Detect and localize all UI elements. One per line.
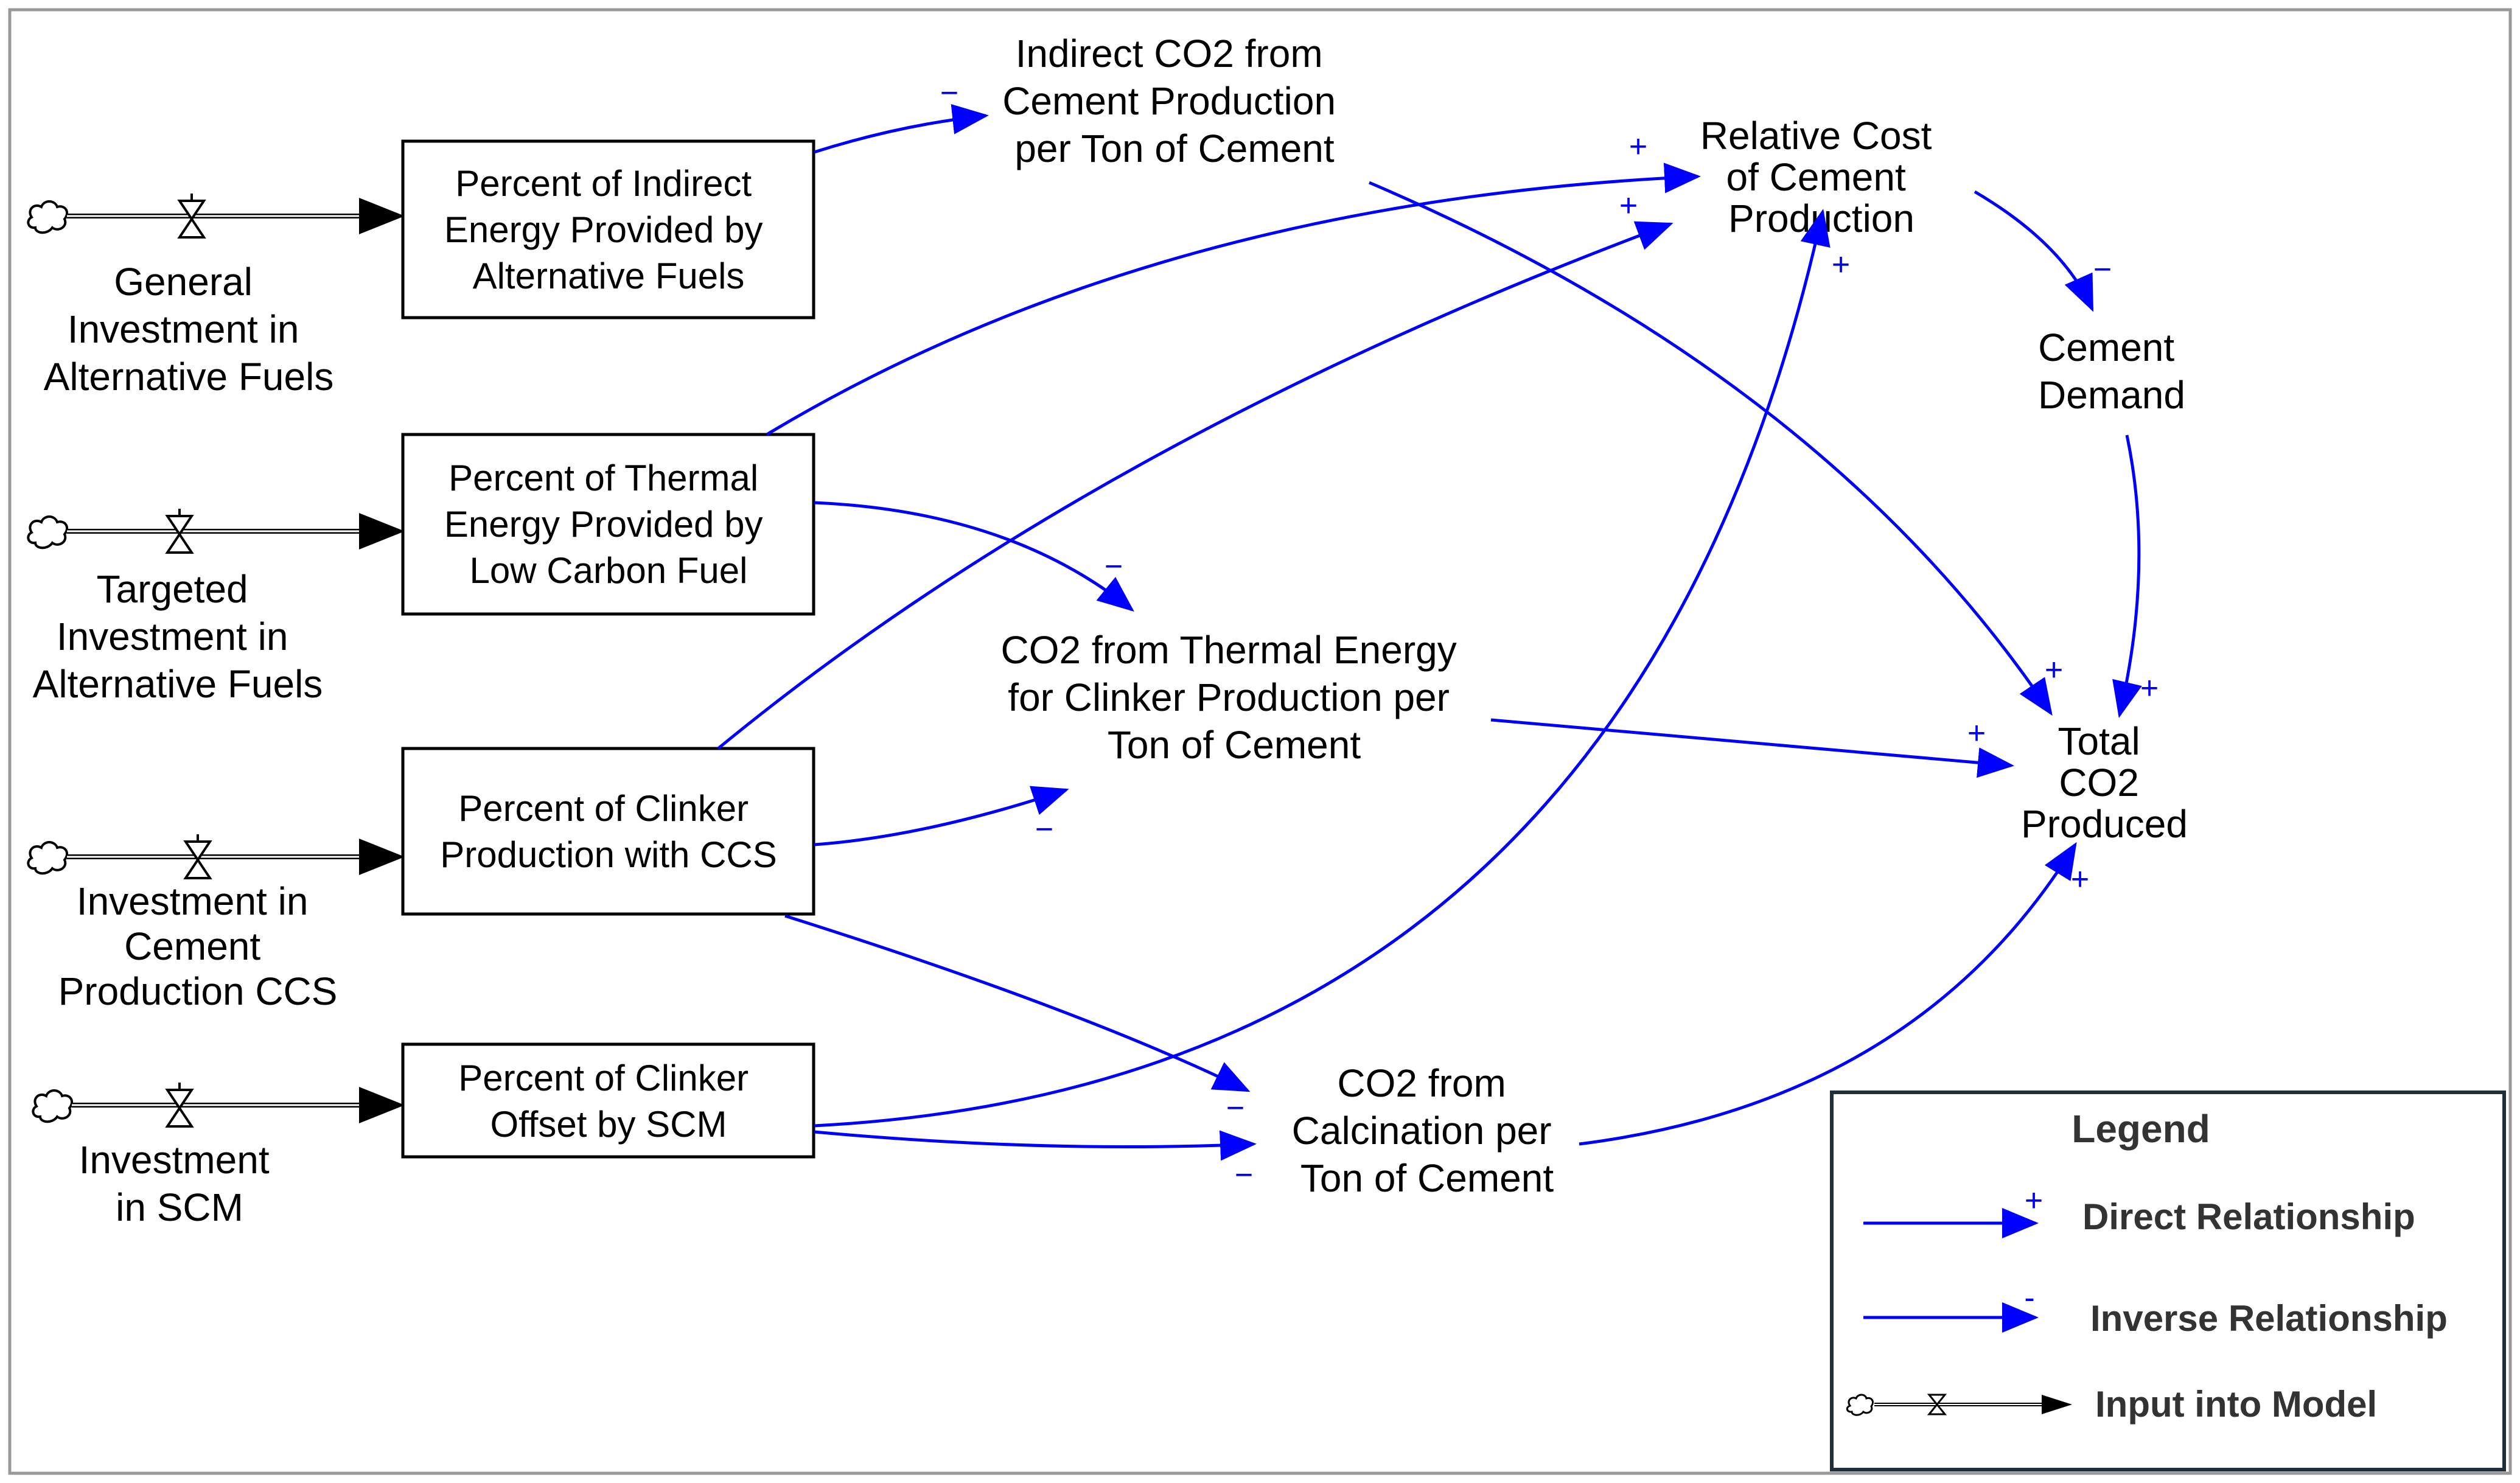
valve-icon [165, 1089, 194, 1128]
stock-clinker-ccs: Percent of Clinker Production with CCS [401, 747, 815, 916]
link-clinker-ccs-to-thermal-co2 [814, 786, 1069, 846]
link-cement-demand-to-total-co2 [2112, 434, 2142, 718]
polarity-sign: + [1832, 247, 1850, 282]
polarity-sign: − [1226, 1090, 1244, 1126]
polarity-sign: − [2093, 252, 2112, 287]
link-indirect-energy-to-indirect-co2 [814, 104, 989, 154]
legend-input-symbol [1846, 1394, 2072, 1416]
svg-text:Percent of Clinker Produ: Percent of Clinker Production with CCS [440, 788, 777, 875]
flow-arrowhead [359, 839, 405, 875]
polarity-sign: + [1967, 716, 1986, 751]
polarity-sign: − [940, 75, 958, 111]
input-label-ccs-investment: Investment in Cement Production CCS [58, 879, 338, 1013]
var-indirect-co2: Indirect CO2 from Cement Production per … [1002, 32, 1347, 170]
input-flow-general-investment [27, 194, 405, 239]
cloud-icon [27, 515, 69, 550]
legend-input-label: Input into Model [2095, 1384, 2377, 1425]
valve-icon [177, 200, 206, 239]
link-thermal-energy-to-relative-cost [766, 162, 1701, 436]
var-total-co2: Total CO2 Produced [2021, 719, 2188, 846]
cloud-icon [1846, 1394, 1874, 1416]
legend-box [1830, 1090, 2506, 1471]
svg-text:Percent of Indirect Ener: Percent of Indirect Energy Provided by A… [444, 163, 773, 296]
polarity-sign: + [2071, 862, 2089, 897]
diagram-frame [8, 8, 2512, 1475]
link-thermal-co2-to-total-co2 [1490, 718, 2014, 778]
link-clinker-scm-to-relative-cost [814, 209, 1831, 1128]
link-clinker-ccs-to-relative-cost [717, 221, 1674, 750]
flow-arrowhead [359, 513, 405, 550]
flow-arrowhead [2042, 1395, 2072, 1414]
polarity-sign: − [1035, 812, 1053, 847]
polarity-sign: − [1105, 549, 1123, 584]
legend-direct-sign: + [2025, 1183, 2043, 1218]
var-cement-demand: Cement Demand [2038, 326, 2185, 417]
stock-thermal-energy: Percent of Thermal Energy Provided by Lo… [401, 433, 815, 616]
stock-clinker-scm: Percent of Clinker Offset by SCM [401, 1042, 815, 1159]
var-thermal-co2: CO2 from Thermal Energy for Clinker Prod… [1000, 628, 1467, 767]
valve-icon [183, 840, 212, 879]
link-relative-cost-to-cement-demand [1974, 190, 2094, 312]
legend-direct-label: Direct Relationship [2082, 1196, 2415, 1237]
input-label-general-investment: General Investment in Alternative Fuels [44, 260, 334, 399]
legend: Legend + Direct Relationship - Inverse R… [1830, 1090, 2506, 1471]
var-calcination-co2: CO2 from Calcination per Ton of Cement [1292, 1061, 1563, 1200]
svg-text:Percent of Thermal Energ: Percent of Thermal Energy Provided by Lo… [444, 458, 773, 591]
link-clinker-scm-to-calcination-co2 [814, 1130, 1257, 1161]
link-thermal-energy-to-thermal-co2 [814, 501, 1134, 612]
input-label-scm-investment: Investment in SCM [79, 1138, 281, 1229]
cloud-icon [27, 841, 69, 875]
link-clinker-ccs-to-calcination-co2 [784, 914, 1251, 1092]
svg-text:Percent of Clinker Offse: Percent of Clinker Offset by SCM [458, 1058, 759, 1145]
valve-icon [165, 515, 194, 554]
cloud-icon [32, 1089, 74, 1123]
polarity-sign: + [1619, 188, 1638, 223]
input-flow-targeted-investment [27, 509, 405, 554]
polarity-sign: − [1235, 1157, 1253, 1193]
link-indirect-co2-to-total-co2 [1369, 181, 2053, 716]
cloud-icon [27, 200, 69, 234]
flow-arrowhead [359, 1087, 405, 1123]
legend-title: Legend [2071, 1107, 2210, 1151]
polarity-sign: + [2140, 671, 2159, 706]
polarity-sign: + [2045, 652, 2063, 688]
flow-arrowhead [359, 198, 405, 234]
link-calcination-co2-to-total-co2 [1579, 842, 2077, 1146]
stock-indirect-energy: Percent of Indirect Energy Provided by A… [401, 139, 815, 319]
input-flow-ccs-investment [27, 834, 405, 879]
input-label-targeted-investment: Targeted Investment in Alternative Fuels [33, 567, 323, 706]
legend-inverse-sign: - [2024, 1280, 2034, 1316]
valve-icon [1927, 1394, 1947, 1415]
polarity-sign: + [1629, 129, 1647, 164]
legend-inverse-label: Inverse Relationship [2090, 1298, 2448, 1339]
input-flow-scm-investment [32, 1083, 405, 1128]
